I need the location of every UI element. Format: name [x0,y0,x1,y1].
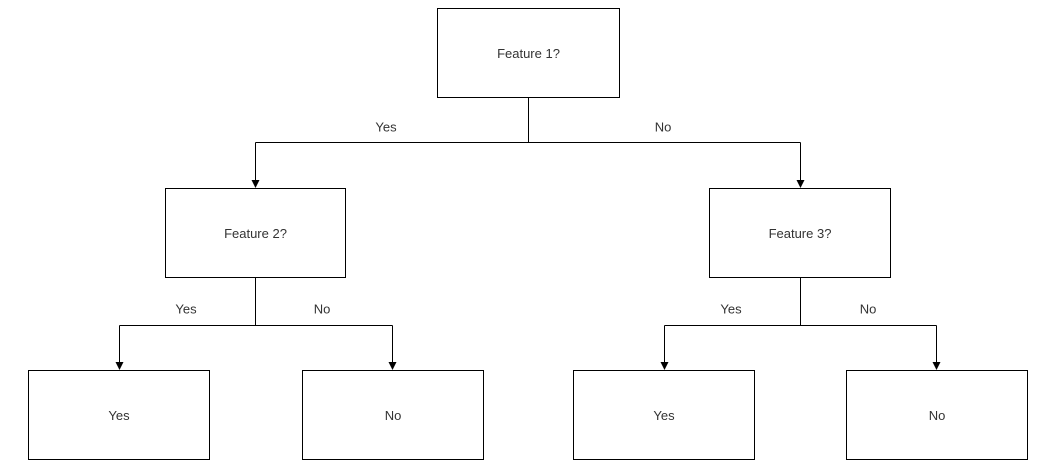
edge-label-feature2-yes: Yes [173,301,199,317]
edge-label-feature2-no: No [311,301,333,317]
leaf-node-no-left-label: No [384,407,402,423]
node-feature-1-label: Feature 1? [497,45,560,61]
edge-label-feature3-yes: Yes [718,301,744,317]
leaf-node-no-right-label: No [928,407,946,423]
leaf-node-yes-left-label: Yes [108,407,130,423]
edge-feature2 [115,278,397,370]
node-feature-3-label: Feature 3? [768,225,832,241]
node-feature-1: Feature 1? [437,8,620,98]
leaf-node-no-left: No [302,370,484,460]
leaf-node-no-right: No [846,370,1028,460]
node-feature-2-label: Feature 2? [224,225,287,241]
edge-label-root-no: No [652,119,674,135]
edge-root [251,98,805,188]
edge-feature3 [660,278,941,370]
leaf-node-yes-right-label: Yes [653,407,675,423]
leaf-node-yes-right: Yes [573,370,755,460]
edge-label-feature3-no: No [857,301,879,317]
node-feature-3: Feature 3? [709,188,891,278]
leaf-node-yes-left: Yes [28,370,210,460]
node-feature-2: Feature 2? [165,188,346,278]
edge-label-root-yes: Yes [373,119,399,135]
